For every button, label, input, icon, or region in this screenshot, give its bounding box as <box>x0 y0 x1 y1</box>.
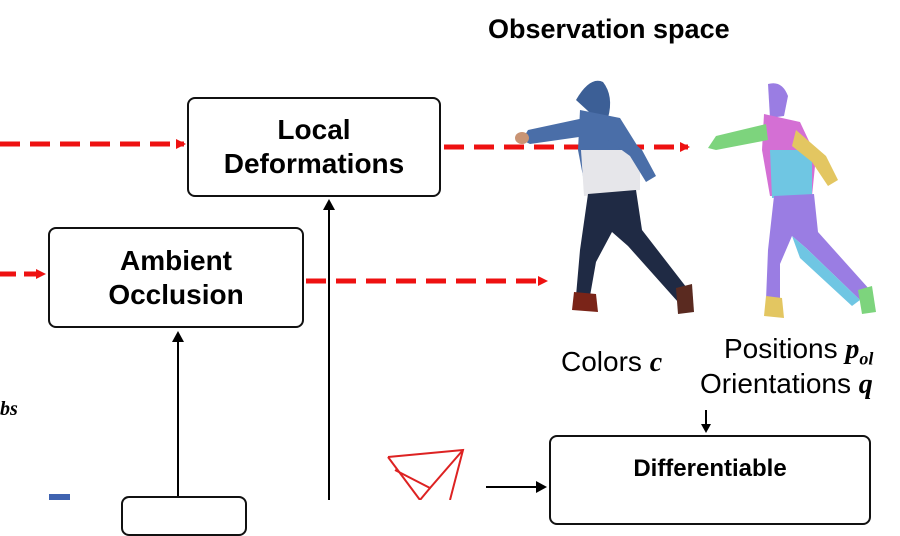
local-deformations-box: Local Deformations <box>187 97 441 197</box>
arrow-up-to-ambient-head <box>172 331 184 342</box>
colors-text: Colors <box>561 346 642 377</box>
orientations-symbol: q <box>858 369 873 400</box>
ambient-occlusion-line1: Ambient <box>120 244 232 276</box>
person-colors-figure <box>515 80 694 314</box>
arrow-down-to-renderer-head <box>701 424 711 433</box>
orientations-text: Orientations <box>700 368 851 399</box>
local-deformations-line2: Deformations <box>223 148 405 179</box>
differentiable-renderer-box: Differentiable <box>549 435 871 525</box>
left-subscript-fragment: bs <box>0 398 18 420</box>
differentiable-renderer-label: Differentiable <box>633 455 787 482</box>
colors-symbol: c <box>649 347 663 378</box>
diagram-canvas <box>0 80 876 500</box>
positions-label: Positions pol <box>724 333 873 370</box>
local-deformations-line1: Local <box>277 114 351 146</box>
orientations-label: Orientations q <box>700 368 873 401</box>
camera-icon <box>387 448 465 500</box>
bottom-partial-box <box>121 496 247 536</box>
positions-symbol: pol <box>845 334 873 369</box>
ambient-occlusion-line2: Occlusion <box>108 278 244 310</box>
colors-label: Colors c <box>561 346 662 379</box>
observation-space-title: Observation space <box>488 14 730 44</box>
arrow-up-to-local-head <box>323 199 335 210</box>
positions-symbol-sub: ol <box>859 348 874 369</box>
ambient-occlusion-box: Ambient Occlusion <box>48 227 304 328</box>
positions-text: Positions <box>724 333 838 364</box>
positions-symbol-main: p <box>845 334 860 365</box>
person-pointcloud-figure <box>708 83 876 318</box>
arrow-camera-to-renderer-head <box>536 481 547 493</box>
blue-block <box>49 494 70 500</box>
